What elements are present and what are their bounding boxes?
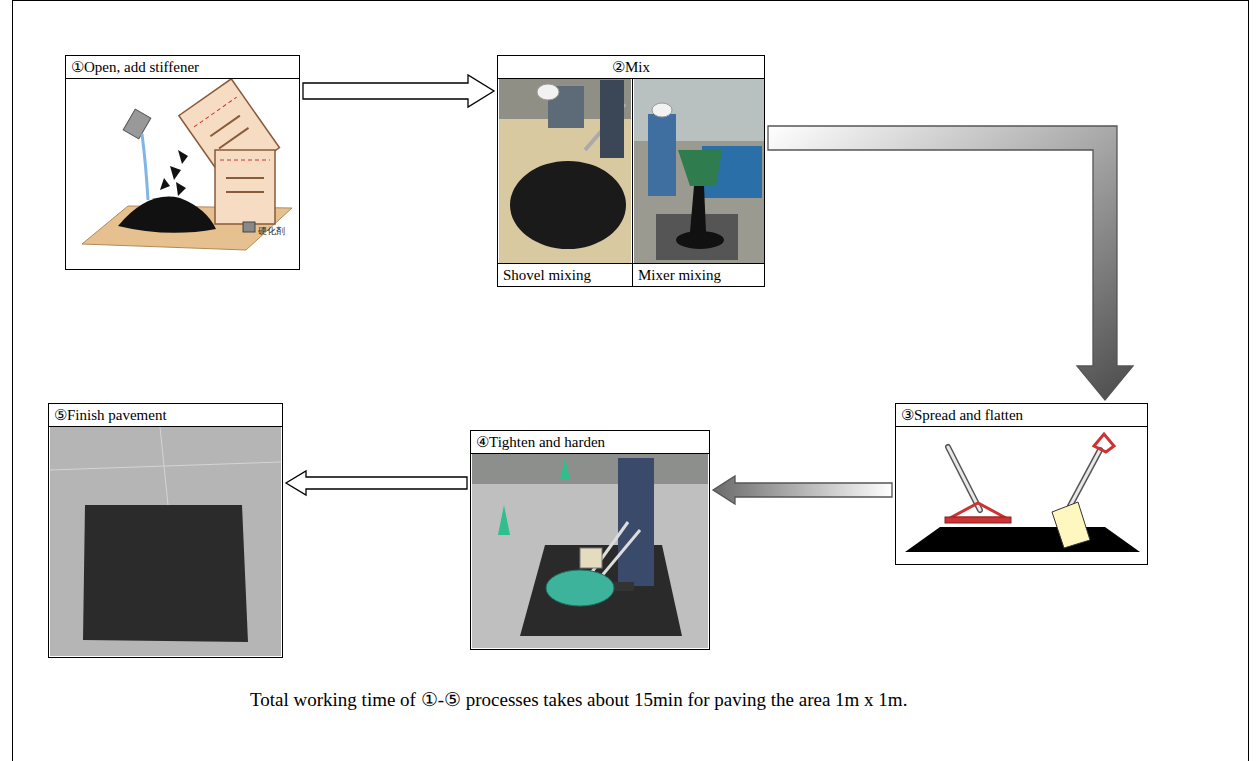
asphalt-stream [690, 186, 706, 232]
asphalt-layer [905, 527, 1140, 552]
stiffener-stream [142, 134, 148, 200]
box-header: ②Mix [498, 56, 764, 79]
bag-stripe [220, 160, 270, 161]
standing-bag [215, 150, 275, 224]
shovel-blade [1052, 502, 1090, 548]
box-header: Shovel mixing [498, 263, 632, 286]
asphalt-pile [676, 231, 724, 249]
process-box: ①Open, add stiffener [65, 55, 300, 270]
photo-ground [472, 454, 708, 648]
asphalt-pile [510, 161, 626, 249]
bag-print [219, 128, 248, 149]
bag-print [226, 177, 264, 179]
caption: Total working time of ①-⑤ processes take… [250, 688, 907, 712]
step-title: Shovel mixing [503, 267, 591, 283]
photo-background [472, 454, 708, 484]
step-title: ②Mix [612, 59, 650, 75]
plate-compactor [546, 570, 614, 606]
process-box: ③Spread and flatten [895, 403, 1148, 565]
pavement-joint [50, 462, 281, 470]
block-arrow [303, 75, 494, 107]
box-header: ④Tighten and harden [471, 431, 709, 454]
rake-handle [948, 447, 980, 510]
asphalt-chunk [160, 178, 170, 190]
new-pavement [520, 545, 682, 636]
worker-legs [600, 80, 624, 158]
bag-print [226, 191, 264, 193]
shovel-handle [1070, 450, 1100, 506]
traffic-cone [498, 505, 510, 535]
process-box: ④Tighten and harden [470, 430, 710, 650]
asphalt-chunk [178, 150, 188, 164]
asphalt-chunk [176, 182, 186, 196]
rake-frame [950, 503, 1006, 518]
box-header: ③Spread and flatten [896, 404, 1147, 427]
step-title: ⑤Finish pavement [54, 407, 167, 423]
stiffener-block [243, 222, 255, 232]
step-title: ①Open, add stiffener [71, 59, 199, 75]
bag-print [210, 116, 239, 137]
outer-frame [13, 1, 1249, 761]
worker-shoe [612, 582, 634, 591]
process-box: ②MixShovel mixing Mixer mixing [497, 55, 765, 287]
step-title: ③Spread and flatten [901, 407, 1023, 423]
shovel-grip [1094, 434, 1114, 452]
asphalt-pile [118, 197, 216, 233]
box-header: Mixer mixing [633, 263, 764, 286]
box-header: ①Open, add stiffener [66, 56, 299, 79]
compactor-engine [580, 548, 602, 568]
pavement-joint [160, 427, 168, 505]
compactor-handle [600, 530, 640, 578]
block-arrow [713, 476, 892, 504]
rake-handle-edge [948, 447, 980, 510]
block-arrow [768, 126, 1133, 400]
worker-helmet [537, 84, 559, 100]
mixer-bucket [678, 150, 722, 186]
step-title: ④Tighten and harden [476, 434, 605, 450]
block-arrow [286, 471, 467, 495]
stiffener-can [123, 109, 151, 139]
finished-patch [83, 505, 248, 642]
worker-body [648, 114, 676, 196]
traffic-cone [560, 458, 570, 480]
asphalt-chunk [170, 166, 181, 180]
bag-label: 硬化剤 [258, 226, 285, 237]
process-box: ⑤Finish pavement [48, 403, 283, 658]
rake-blade [945, 517, 1011, 523]
step-title: Mixer mixing [638, 267, 721, 283]
worker-helmet [652, 103, 672, 117]
shovel-handle-edge [1070, 450, 1100, 506]
photo-panel: Mixer mixing [633, 79, 764, 286]
box-header: ⑤Finish pavement [49, 404, 282, 427]
photo-ground [50, 427, 281, 656]
worker-legs [618, 458, 654, 586]
photo-panel: Shovel mixing [498, 79, 633, 286]
photo-ground [499, 79, 631, 265]
